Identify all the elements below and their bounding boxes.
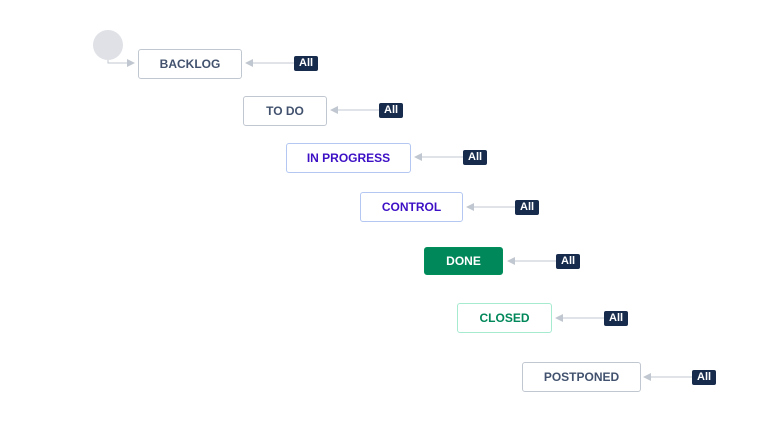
status-closed-label: CLOSED — [479, 311, 530, 325]
status-closed[interactable]: CLOSED — [457, 303, 552, 333]
transition-badge-control[interactable]: All — [515, 200, 540, 215]
start-node — [93, 30, 123, 60]
status-postponed[interactable]: POSTPONED — [522, 362, 641, 392]
status-control-label: CONTROL — [381, 200, 442, 214]
status-control[interactable]: CONTROL — [360, 192, 463, 222]
status-done-label: DONE — [446, 254, 481, 268]
transition-badge-in-progress[interactable]: All — [463, 150, 488, 165]
status-in-progress-label: IN PROGRESS — [306, 151, 391, 165]
status-done[interactable]: DONE — [424, 247, 503, 275]
transition-badge-closed[interactable]: All — [604, 311, 629, 326]
status-backlog-label: BACKLOG — [159, 57, 221, 71]
status-postponed-label: POSTPONED — [543, 370, 620, 384]
status-in-progress[interactable]: IN PROGRESS — [286, 143, 411, 173]
transition-badge-backlog[interactable]: All — [294, 56, 319, 71]
transition-badge-todo[interactable]: All — [379, 103, 404, 118]
status-todo[interactable]: TO DO — [243, 96, 327, 126]
status-backlog[interactable]: BACKLOG — [138, 49, 242, 79]
transition-badge-done[interactable]: All — [556, 254, 581, 269]
transition-badge-postponed[interactable]: All — [692, 370, 717, 385]
status-todo-label: TO DO — [266, 104, 304, 118]
